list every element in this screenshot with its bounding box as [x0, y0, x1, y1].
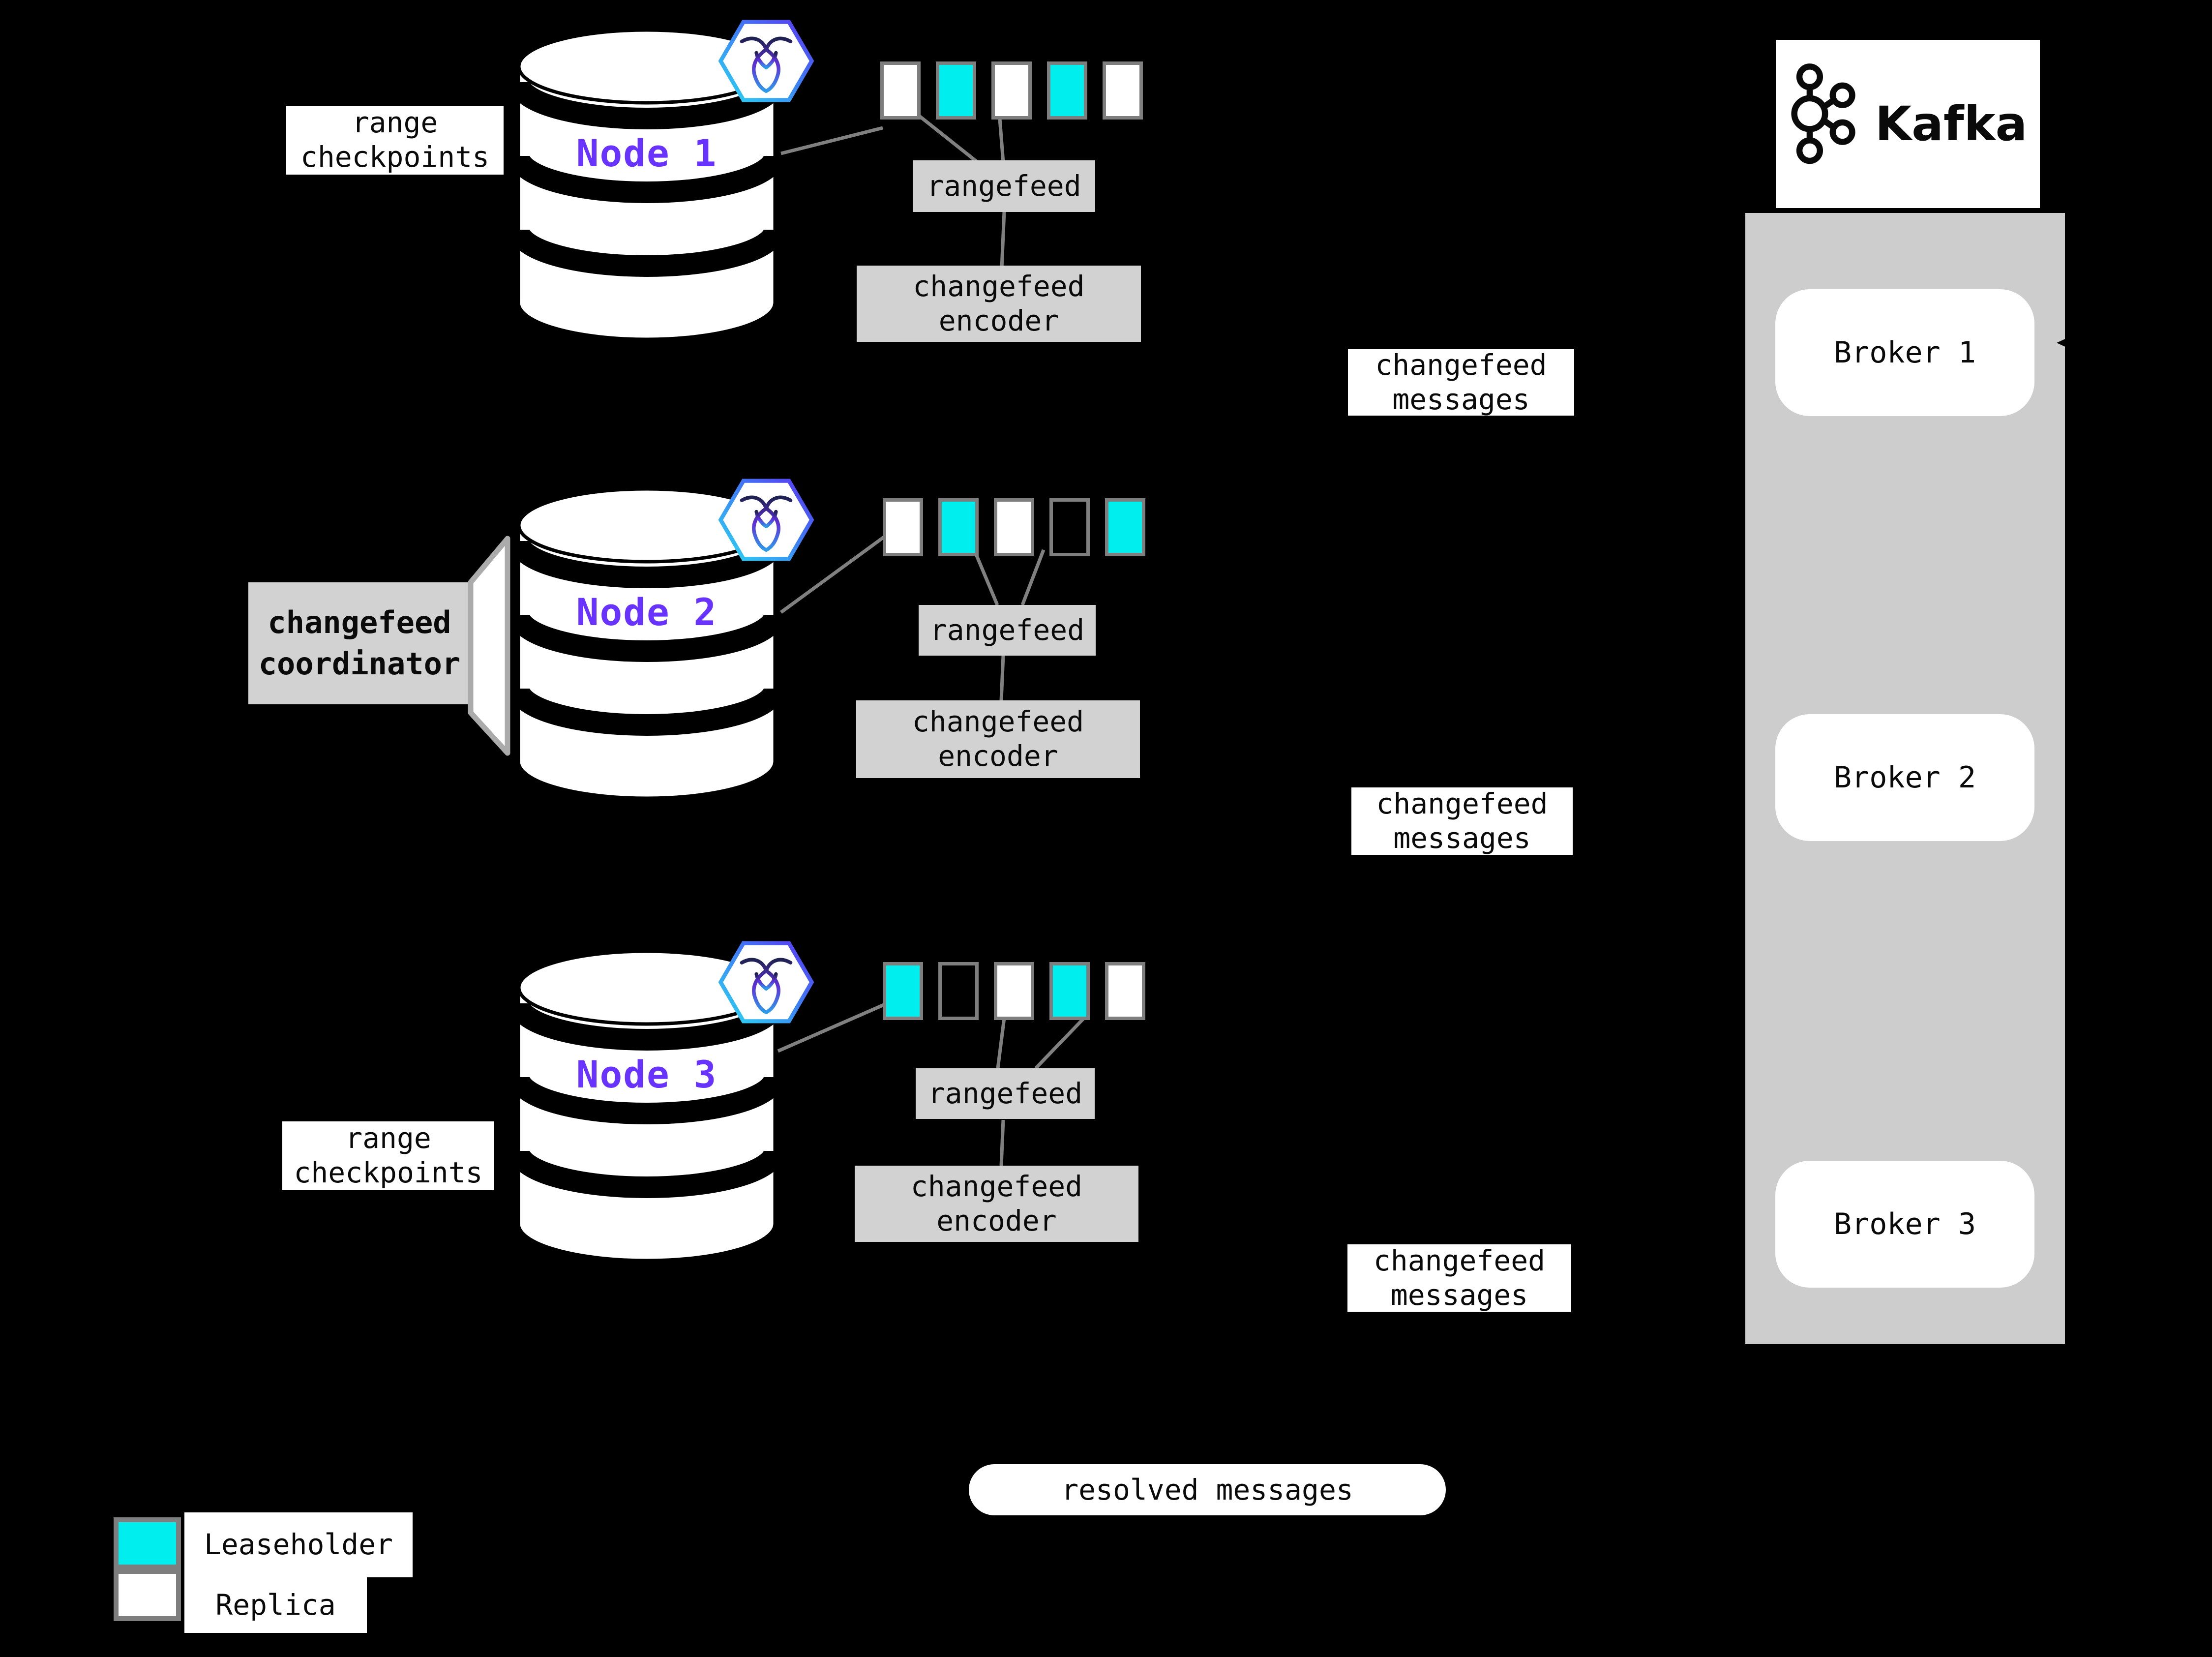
connector-node3-to-ranges [777, 1003, 885, 1053]
range-checkpoints-label-2: range checkpoints [282, 1121, 494, 1190]
node1-cockroachdb-badge [717, 19, 815, 103]
range-square [936, 61, 976, 120]
rangefeed-box-3: rangefeed [916, 1068, 1095, 1119]
changefeed-encoder-box-3: changefeed encoder [855, 1166, 1138, 1242]
range-square [1103, 61, 1143, 120]
connector-range2-to-rangefeed2 [972, 549, 999, 606]
range-square [880, 61, 921, 120]
node1-name: Node 1 [576, 131, 717, 175]
node3-name: Node 3 [576, 1053, 717, 1096]
rangefeed-box-1: rangefeed [913, 160, 1095, 212]
kafka-broker-3: Broker 3 [1775, 1161, 2034, 1288]
changefeed-messages-label-3: changefeed messages [1347, 1244, 1571, 1312]
node3-range-squares [883, 962, 1145, 1020]
connector-rangefeed2-to-encoder2 [999, 655, 1005, 701]
connector-rangefeed3-to-encoder3 [999, 1119, 1005, 1166]
range-square [1105, 498, 1145, 556]
kafka-broker-2: Broker 2 [1775, 714, 2034, 841]
range-square [938, 498, 979, 556]
kafka-title: Kafka [1875, 96, 2028, 151]
range-square [1049, 498, 1090, 556]
range-checkpoints-label-1: range checkpoints [286, 106, 504, 175]
connector-rangefeed1-to-encoder1 [1000, 211, 1006, 269]
legend-leaseholder-label: Leaseholder [184, 1512, 413, 1577]
range-square [1049, 962, 1090, 1020]
connector-range1-to-rangefeed1 [914, 112, 979, 164]
coordinator-callout-shape [468, 536, 510, 756]
database-cylinder-icon [516, 28, 777, 340]
range-square [994, 962, 1034, 1020]
changefeed-messages-label-2: changefeed messages [1351, 787, 1573, 855]
node2-database-cylinder: Node 2 [516, 486, 777, 801]
legend-leaseholder-swatch [114, 1517, 181, 1569]
range-square [991, 61, 1032, 120]
changefeed-coordinator-box: changefeed coordinator [248, 582, 471, 704]
cockroachdb-icon [718, 941, 814, 1024]
node1-database-cylinder: Node 1 [516, 27, 777, 342]
legend-replica-swatch [114, 1569, 181, 1621]
changefeed-encoder-box-1: changefeed encoder [857, 266, 1141, 342]
connector-node2-to-ranges [779, 535, 887, 614]
range-square [883, 498, 923, 556]
connector-node1-to-ranges [780, 126, 883, 155]
connector-range3-to-rangefeed1 [997, 112, 1005, 163]
kafka-icon [1791, 63, 1855, 164]
kafka-logo-box: Kafka [1776, 40, 2040, 208]
node3-database-cylinder: Node 3 [516, 948, 777, 1263]
range-square [1047, 61, 1087, 120]
range-square [883, 962, 923, 1020]
resolved-messages-pill: resolved messages [969, 1464, 1446, 1515]
arrowhead-into-broker1 [2057, 336, 2072, 350]
connector-range4-to-rangefeed2 [1020, 549, 1046, 606]
changefeed-messages-label-1: changefeed messages [1348, 348, 1574, 416]
legend-replica-label: Replica [184, 1577, 367, 1633]
node2-name: Node 2 [576, 590, 717, 634]
connector-range5-to-rangefeed3 [1034, 1013, 1089, 1070]
range-square [938, 962, 979, 1020]
range-square [994, 498, 1034, 556]
node1-range-squares [880, 61, 1143, 120]
range-square [1105, 962, 1145, 1020]
database-cylinder-icon [516, 949, 777, 1262]
cockroachdb-icon [718, 20, 814, 102]
rangefeed-box-2: rangefeed [919, 605, 1096, 656]
connector-range3-to-rangefeed3 [996, 1014, 1007, 1069]
kafka-broker-1: Broker 1 [1775, 289, 2034, 416]
node2-range-squares [883, 498, 1145, 556]
database-cylinder-icon [516, 487, 777, 799]
node2-cockroachdb-badge [717, 478, 815, 562]
changefeed-encoder-box-2: changefeed encoder [856, 700, 1140, 778]
cockroachdb-icon [718, 479, 814, 561]
node3-cockroachdb-badge [717, 940, 815, 1024]
